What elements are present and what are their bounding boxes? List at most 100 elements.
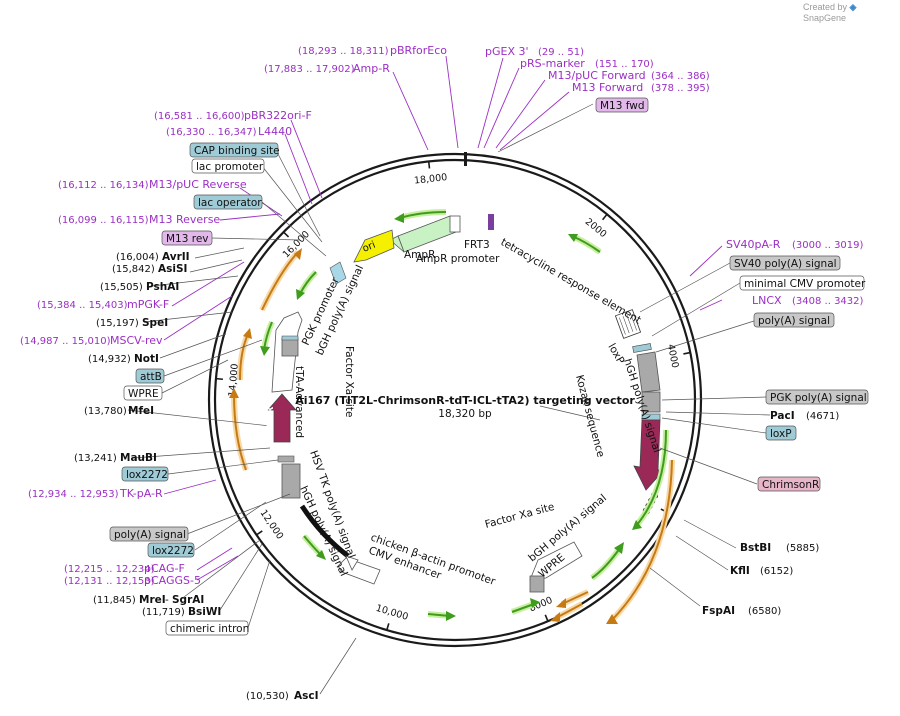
svg-text:(4671): (4671) <box>806 411 839 422</box>
primer-range: (29 .. 51) <box>538 47 584 58</box>
feature-label: ChrimsonR <box>762 479 819 491</box>
feature-label: loxP <box>770 428 792 440</box>
orf-bottom-green <box>511 603 535 613</box>
feature-graphics <box>267 152 665 593</box>
svg-text:(11,845): (11,845) <box>93 595 136 606</box>
primer-name: pBRforEco <box>390 44 447 57</box>
orf-bottom-right-1 <box>561 591 589 605</box>
primer-range: (364 .. 386) <box>651 71 710 82</box>
primer-name: M13/pUC Forward <box>548 69 646 82</box>
site-name: NotI <box>134 353 159 365</box>
bgh-polya-box-left <box>281 337 299 357</box>
orf-right-green-2 <box>591 547 621 579</box>
site-name: BsiWI <box>188 606 221 618</box>
primer-name: M13 Forward <box>572 81 643 94</box>
tick-mark <box>386 623 390 631</box>
frt3-label: FRT3 <box>464 239 490 251</box>
plasmid-title: Ai167 (TIT2L-ChrimsonR-tdT-ICL-tTA2) tar… <box>295 394 635 420</box>
primer-range: (3000 .. 3019) <box>792 240 864 251</box>
tick-mark <box>256 530 263 536</box>
primer-range: (12,934 .. 12,953) <box>28 489 119 500</box>
primer-range: (378 .. 395) <box>651 83 710 94</box>
svg-text:(13,780): (13,780) <box>84 406 127 417</box>
orf-left-upper <box>261 251 299 311</box>
chimeric-intron-arc <box>299 504 350 558</box>
site-name: PshAI <box>146 281 179 293</box>
site-name: SpeI <box>142 317 168 329</box>
snapgene-credit: Created by ◈ SnapGene <box>803 2 857 23</box>
site-name: FspAI <box>702 605 735 617</box>
svg-text:(14,932): (14,932) <box>88 354 131 365</box>
ampr-label: AmpR <box>404 249 435 261</box>
svg-text:(15,505): (15,505) <box>100 282 143 293</box>
loxp-box <box>632 343 652 353</box>
tick-mark <box>683 351 691 355</box>
feature-label: CAP binding site <box>194 145 280 157</box>
feature-label: PGK poly(A) signal <box>770 392 867 404</box>
primer-range: (16,112 .. 16,134) <box>58 180 149 191</box>
tick-mark <box>544 614 549 622</box>
primer-range: (12,131 .. 12,153) <box>64 576 155 587</box>
feature-label: WPRE <box>128 388 159 400</box>
tick-label: 12,000 <box>257 508 285 542</box>
tick-mark <box>282 231 290 238</box>
origin-marker <box>464 152 467 166</box>
feature-label: SV40 poly(A) signal <box>734 258 837 270</box>
site-name: PacI <box>770 410 795 422</box>
ampr-promoter-box <box>449 215 461 233</box>
tick-label: 10,000 <box>374 603 409 623</box>
ampr-promoter-label: AmpR promoter <box>416 253 500 265</box>
feature-label: minimal CMV promoter <box>744 278 866 290</box>
kozak-label: Kozak sequence <box>573 374 607 459</box>
feature-leader-lines <box>127 103 771 695</box>
tta-advanced-label: tTA-Advanced <box>293 366 305 438</box>
primer-name: LNCX <box>752 294 782 307</box>
orf-top-head <box>394 213 404 223</box>
site-name: SgrAI <box>172 594 204 606</box>
primer-labels: (18,293 .. 18,311) pBRforEco (17,883 .. … <box>20 44 864 587</box>
feature-labels: M13 fwd CAP binding site lac promoter la… <box>109 97 869 636</box>
pgk-polya-box <box>641 391 661 413</box>
ampr-arrow <box>397 215 457 253</box>
primer-range: (15,384 .. 15,403) <box>37 300 128 311</box>
site-name: MfeI <box>128 405 154 417</box>
svg-text:-: - <box>165 594 169 606</box>
site-name: MreI <box>139 594 166 606</box>
feature-label: attB <box>140 371 162 383</box>
feature-label: lac promoter <box>196 161 264 173</box>
site-name: BstBI <box>740 542 771 554</box>
orf-right-green <box>635 429 667 527</box>
tick-label: 2000 <box>583 216 609 240</box>
orf-right-long <box>611 459 673 621</box>
primer-name: M13 Reverse <box>149 213 220 226</box>
svg-text:(16,004): (16,004) <box>116 252 159 263</box>
cba-promoter-box <box>345 555 359 571</box>
primer-range: (17,883 .. 17,902) <box>264 64 355 75</box>
tick-mark <box>427 161 431 169</box>
tick-label: 18,000 <box>414 172 448 187</box>
svg-text:(6152): (6152) <box>760 566 793 577</box>
svg-text:(13,241): (13,241) <box>74 453 117 464</box>
plasmid-name: Ai167 (TIT2L-ChrimsonR-tdT-ICL-tTA2) tar… <box>295 394 635 407</box>
site-name: MauBI <box>120 452 157 464</box>
primer-leader-lines <box>163 55 723 581</box>
cmv-enhancer-arrow <box>337 557 381 585</box>
site-name: AscI <box>294 690 319 702</box>
tetr-label: TetR <box>266 407 276 429</box>
feature-label: M13 fwd <box>600 100 645 112</box>
primer-range: (16,330 .. 16,347) <box>166 127 257 138</box>
feature-label: chimeric intron <box>170 623 249 635</box>
tre-label: tetracycline response element <box>499 236 643 326</box>
primer-name: MSCV-rev <box>110 334 163 347</box>
feature-label: lox2272 <box>126 469 168 481</box>
primer-name: pBR322ori-F <box>244 109 312 122</box>
feature-label: lox2272 <box>152 545 194 557</box>
primer-range: (18,293 .. 18,311) <box>298 46 389 57</box>
hgh-polya-box <box>636 351 661 393</box>
svg-text:(10,530): (10,530) <box>246 691 289 702</box>
primer-name: pGEX 3' <box>485 45 529 58</box>
restriction-sites: (16,004)AvrII (15,842)AsiSI (15,505)PshA… <box>74 251 839 702</box>
chrimsonr-arrow <box>633 419 665 491</box>
svg-text:(11,719): (11,719) <box>142 607 185 618</box>
